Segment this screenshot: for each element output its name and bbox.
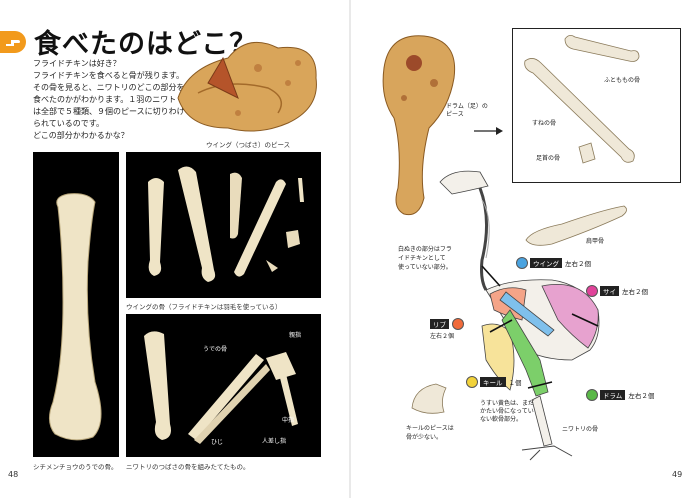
part-tag-wing: ウイング 左右２個 bbox=[516, 257, 591, 269]
keel-piece-line: 骨が少ない。 bbox=[406, 434, 443, 441]
white-note-line: イドチキンとして bbox=[398, 255, 446, 262]
intro-text: フライドチキンは好き？ フライドチキンを食べると骨が残ります。 その骨を見ると、… bbox=[33, 58, 185, 142]
part-count: 左右２個 bbox=[622, 288, 648, 296]
rib-count: 左右２個 bbox=[430, 333, 455, 340]
wing-bones-caption: ウイングの骨（フライドチキンは羽毛を使っている） bbox=[126, 303, 282, 311]
turkey-arm-caption: シチメンチョウのうでの骨。 bbox=[33, 463, 118, 471]
keel-note: うすい黄色は、まだ かたい骨になってい ない軟骨部分。 bbox=[480, 400, 534, 424]
white-note-line: 使っていない部分。 bbox=[398, 264, 452, 271]
label-hitosashi: 人差し指 bbox=[262, 438, 287, 445]
intro-line: どこの部分かわかるかな？ bbox=[33, 131, 129, 140]
title-block: 食べたのはどこ？ bbox=[0, 22, 257, 61]
intro-line: 食べたのかがわかります。１羽のニワトリ bbox=[33, 95, 185, 104]
part-name: サイ bbox=[600, 286, 619, 296]
left-page: 食べたのはどこ？ フライドチキンは好き？ フライドチキンを食べると骨が残ります。… bbox=[0, 22, 321, 479]
intro-line: は全部で５種類、９個のピースに切りわけ bbox=[33, 107, 185, 116]
page-title: 食べたのはどこ？ bbox=[34, 29, 258, 60]
arrow-right-icon bbox=[474, 127, 503, 135]
white-note: 白ぬきの部分はフラ イドチキンとして 使っていない部分。 bbox=[398, 245, 452, 272]
part-name: ウイング bbox=[530, 258, 562, 268]
intro-line: られているのです。 bbox=[33, 119, 104, 128]
assembled-wing-caption: ニワトリのつばさの骨を組みたてたもの。 bbox=[126, 463, 250, 471]
part-count: １個 bbox=[508, 379, 522, 387]
keel-piece-note: キールのピースは 骨が少ない。 bbox=[406, 424, 454, 442]
label-shinyubi: 親指 bbox=[289, 332, 302, 339]
drum-label-line: ピース bbox=[446, 111, 464, 118]
part-count: 左右２個 bbox=[628, 392, 655, 400]
scapula-illustration bbox=[525, 205, 627, 246]
part-name: リブ bbox=[430, 319, 449, 329]
part-name: キール bbox=[480, 377, 506, 387]
chicken-skeleton-diagram bbox=[439, 170, 600, 461]
label-kenkou: 肩甲骨 bbox=[586, 238, 605, 245]
wing-piece-label: ウイング（つばさ）のピース bbox=[206, 141, 291, 149]
color-dot bbox=[586, 285, 598, 297]
fried-drumstick-illustration bbox=[382, 35, 456, 216]
part-tag-rib: リブ bbox=[430, 318, 466, 330]
color-dot bbox=[516, 257, 528, 269]
keel-note-line: ない軟骨部分。 bbox=[480, 416, 523, 423]
color-dot bbox=[452, 318, 464, 330]
color-dot bbox=[466, 376, 478, 388]
keel-note-line: うすい黄色は、まだ bbox=[480, 400, 535, 407]
keel-piece-line: キールのピースは bbox=[406, 425, 454, 432]
leg-bones-box bbox=[512, 28, 681, 183]
intro-line: フライドチキンは好き？ bbox=[33, 59, 121, 68]
fried-wing-illustration bbox=[177, 41, 317, 132]
intro-line: その骨を見ると、ニワトリのどこの部分を bbox=[33, 83, 185, 92]
part-count: 左右２個 bbox=[565, 260, 591, 268]
keel-note-line: かたい骨になってい bbox=[480, 408, 534, 415]
part-tag-thigh: サイ 左右２個 bbox=[586, 285, 648, 297]
part-name: ドラム bbox=[600, 390, 626, 400]
intro-line: フライドチキンを食べると骨が残ります。 bbox=[33, 71, 184, 80]
label-niwatori: ニワトリの骨 bbox=[562, 426, 599, 433]
label-nakayubi: 中指 bbox=[282, 417, 295, 424]
label-sune: すねの骨 bbox=[532, 120, 557, 127]
keel-piece-illustration bbox=[411, 383, 447, 414]
page-number-right: 49 bbox=[672, 470, 683, 479]
white-note-line: 白ぬきの部分はフラ bbox=[398, 246, 452, 253]
wing-bones-photo bbox=[126, 152, 321, 298]
color-dot bbox=[586, 389, 598, 401]
drum-label-line: ドラム（足）の bbox=[446, 103, 488, 110]
turkey-arm-bone-photo bbox=[33, 152, 119, 457]
pointing-hand-icon bbox=[0, 30, 26, 53]
page-number-left: 48 bbox=[8, 470, 19, 479]
label-sokkotsu: 足首の骨 bbox=[536, 155, 561, 162]
assembled-wing-photo bbox=[126, 314, 321, 457]
label-hiji: ひじ bbox=[211, 439, 224, 446]
label-ude: うでの骨 bbox=[203, 346, 228, 353]
label-futomomo: ふとももの骨 bbox=[604, 77, 641, 84]
book-spine bbox=[349, 0, 351, 498]
part-tag-drum: ドラム 左右２個 bbox=[586, 389, 654, 401]
part-tag-keel: キール １個 bbox=[466, 376, 522, 388]
right-page: ドラム（足）の ピース ふとももの骨 すねの骨 足首の骨 肩甲骨 bbox=[350, 0, 700, 498]
